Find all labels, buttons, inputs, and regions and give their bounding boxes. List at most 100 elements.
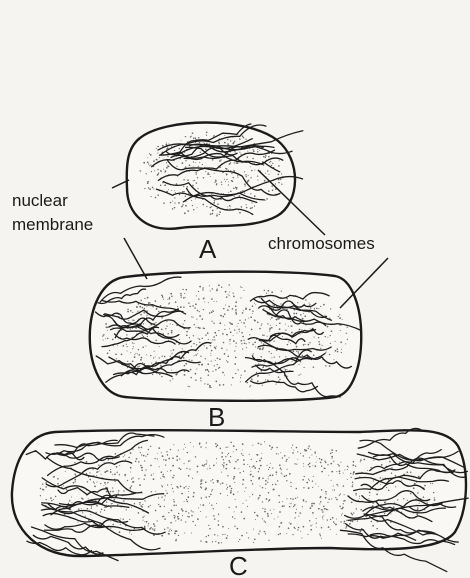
stipple-dot — [307, 534, 308, 535]
stipple-dot — [286, 459, 288, 461]
stipple-dot — [353, 473, 354, 474]
stipple-dot — [242, 449, 243, 450]
stipple-dot — [299, 512, 300, 513]
stipple-dot — [96, 481, 97, 482]
stipple-dot — [173, 505, 175, 507]
stipple-dot — [160, 478, 161, 479]
stipple-dot — [211, 350, 213, 352]
stipple-dot — [257, 151, 259, 153]
stipple-dot — [267, 482, 268, 483]
stipple-dot — [290, 321, 291, 322]
stipple-dot — [251, 170, 253, 172]
stipple-dot — [130, 467, 132, 469]
stipple-dot — [209, 528, 211, 530]
stipple-dot — [279, 502, 280, 503]
stipple-dot — [81, 508, 82, 509]
stipple-dot — [171, 510, 173, 512]
stipple-dot — [251, 379, 252, 380]
stipple-dot — [234, 196, 235, 197]
stipple-dot — [91, 506, 92, 507]
stipple-dot — [380, 477, 382, 479]
stipple-dot — [205, 148, 207, 150]
stipple-dot — [242, 443, 244, 445]
stipple-dot — [188, 328, 189, 329]
stipple-dot — [161, 171, 162, 172]
stipple-dot — [216, 183, 217, 184]
stipple-dot — [267, 170, 268, 171]
stipple-dot — [249, 496, 250, 497]
stipple-dot — [130, 310, 132, 312]
stipple-dot — [115, 481, 116, 482]
stipple-dot — [219, 384, 221, 386]
stipple-dot — [155, 356, 156, 357]
stipple-dot — [124, 474, 126, 476]
stipple-dot — [162, 297, 163, 298]
stipple-dot — [303, 466, 304, 467]
stipple-dot — [252, 158, 254, 160]
stipple-dot — [399, 462, 400, 463]
stipple-dot — [182, 510, 184, 512]
stipple-dot — [125, 459, 126, 460]
stipple-dot — [345, 527, 346, 528]
stipple-dot — [343, 523, 344, 524]
stipple-dot — [225, 304, 226, 305]
stipple-dot — [278, 495, 280, 497]
stipple-dot — [303, 526, 305, 528]
stipple-dot — [272, 304, 273, 305]
stipple-dot — [313, 476, 314, 477]
stipple-dot — [319, 533, 320, 534]
stipple-dot — [243, 340, 244, 341]
stipple-dot — [242, 348, 243, 349]
stipple-dot — [214, 339, 215, 340]
stipple-dot — [151, 363, 152, 364]
stipple-dot — [131, 507, 132, 508]
stipple-dot — [366, 517, 367, 518]
stipple-dot — [167, 484, 168, 485]
stipple-dot — [245, 326, 246, 327]
stipple-dot — [74, 462, 75, 463]
stipple-dot — [335, 341, 336, 342]
stipple-dot — [226, 488, 227, 489]
stipple-dot — [206, 134, 207, 135]
stipple-dot — [154, 525, 155, 526]
stipple-dot — [236, 188, 238, 190]
stipple-dot — [204, 464, 205, 465]
stipple-dot — [332, 458, 333, 459]
stipple-dot — [297, 451, 298, 452]
stipple-dot — [257, 149, 258, 150]
stipple-dot — [311, 454, 312, 455]
stipple-dot — [132, 481, 134, 483]
stipple-dot — [99, 471, 100, 472]
stipple-dot — [132, 348, 133, 349]
stipple-dot — [211, 298, 213, 300]
stipple-dot — [346, 520, 347, 521]
stipple-dot — [331, 471, 333, 473]
stipple-dot — [227, 143, 229, 145]
stipple-dot — [185, 486, 186, 487]
stipple-dot — [149, 153, 150, 154]
stipple-dot — [229, 507, 230, 508]
stipple-dot — [220, 315, 222, 317]
stipple-dot — [308, 464, 310, 466]
stipple-dot — [376, 494, 378, 496]
stipple-dot — [257, 322, 259, 324]
stipple-dot — [279, 526, 281, 528]
stipple-dot — [46, 499, 47, 500]
stipple-dot — [427, 502, 428, 503]
stipple-dot — [312, 512, 314, 514]
stipple-dot — [309, 304, 310, 305]
stipple-dot — [179, 339, 180, 340]
stipple-dot — [175, 520, 176, 521]
stipple-dot — [241, 535, 243, 537]
stipple-dot — [292, 445, 293, 446]
stipple-dot — [154, 529, 156, 531]
stipple-dot — [235, 305, 237, 307]
stipple-dot — [222, 482, 224, 484]
stipple-dot — [327, 519, 328, 520]
stipple-dot — [142, 520, 143, 521]
stipple-dot — [418, 476, 419, 477]
stipple-dot — [196, 344, 197, 345]
stipple-dot — [414, 483, 416, 485]
stipple-dot — [265, 533, 266, 534]
stipple-dot — [205, 496, 207, 498]
